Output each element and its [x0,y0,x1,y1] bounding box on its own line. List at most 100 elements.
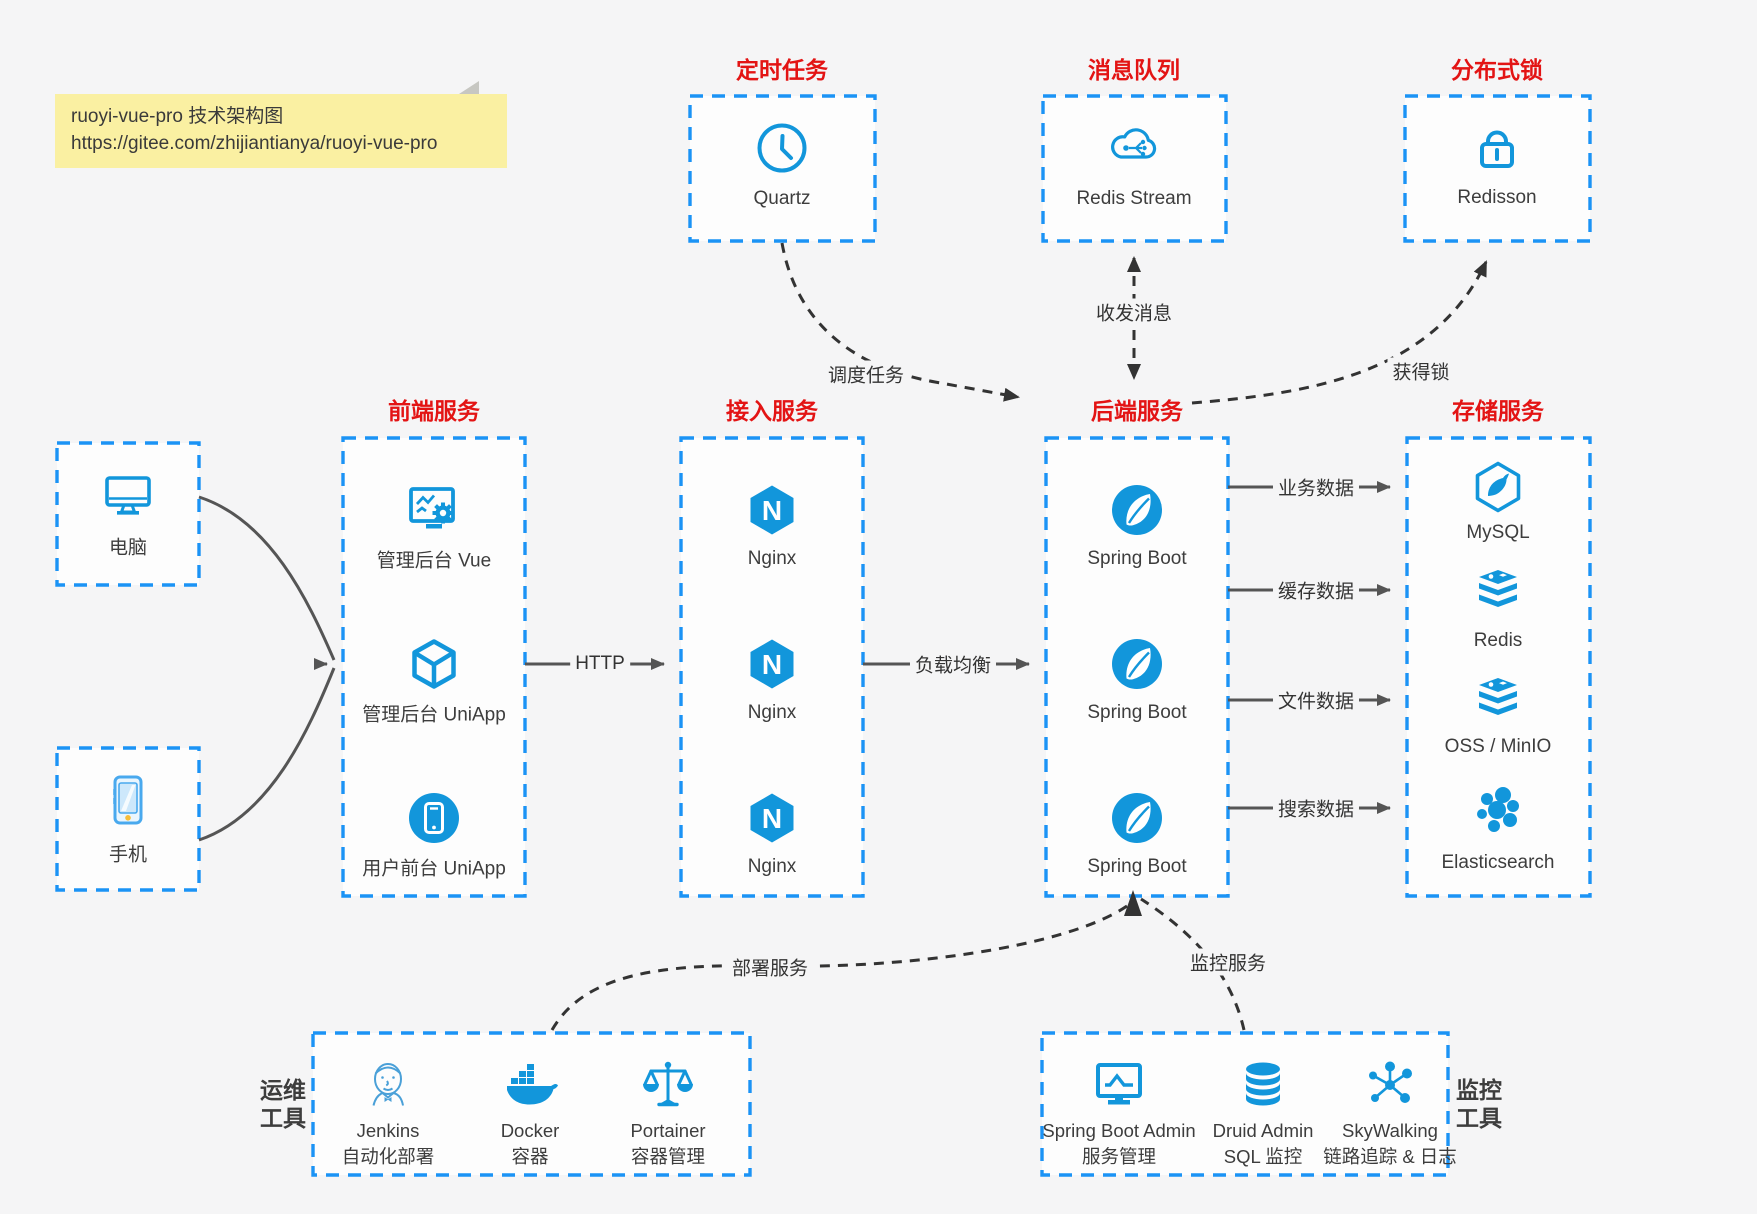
node-nginx-label-3: Nginx [747,856,797,877]
client-mobile-label: 手机 [108,844,148,866]
edge-deploy-monitor-arrowhead [1124,890,1142,916]
node-docker-desc: 容器 [511,1146,549,1167]
edge-acquire-lock [1191,260,1488,405]
svg-text:N: N [762,803,782,834]
druid-database-icon [1235,1057,1291,1113]
node-portainer-desc: 容器管理 [630,1146,706,1167]
edge-deploy-service [550,904,1128,1031]
node-redisson-label: Redisson [1457,187,1537,208]
note-fold-icon [459,81,479,94]
title-monitor-tools-line2: 工具 [1456,1105,1502,1131]
edge-search-data-label: 搜索数据 [1272,794,1360,822]
nginx-icon: N [744,482,800,538]
docker-whale-icon [502,1057,558,1113]
redis-icon [1470,564,1526,620]
message-queue-box [1041,94,1228,243]
title-backend-services: 后端服务 [1091,398,1183,424]
node-portainer-label: Portainer 容器管理 [630,1118,705,1170]
node-jenkins-name: Jenkins [356,1120,420,1141]
title-distributed-lock: 分布式锁 [1451,57,1543,83]
title-monitor-tools-line1: 监控 [1456,1077,1502,1103]
title-scheduled-task: 定时任务 [736,57,828,83]
node-jenkins-label: Jenkins 自动化部署 [342,1118,435,1170]
node-spring-boot-label-1: Spring Boot [1087,548,1187,569]
spring-boot-icon [1109,636,1165,692]
nginx-icon: N [744,790,800,846]
node-admin-vue-label: 管理后台 Vue [376,550,492,572]
nginx-icon: N [744,636,800,692]
svg-text:N: N [762,649,782,680]
uniapp-cube-icon [406,636,462,692]
lock-icon [1469,119,1525,175]
note-title: ruoyi-vue-pro 技术架构图 [71,106,284,127]
title-ops-tools-line2: 工具 [260,1105,306,1131]
edge-pc-to-frontend [198,495,336,661]
node-skywalking-desc: 链路追踪 & 日志 [1323,1146,1457,1167]
quartz-clock-icon [754,120,810,176]
node-docker-label: Docker 容器 [501,1118,560,1170]
user-front-uniapp-icon [406,790,462,846]
note-url[interactable]: https://gitee.com/zhijiantianya/ruoyi-vu… [71,133,438,154]
edge-monitor-service-label: 监控服务 [1184,948,1272,976]
node-portainer-name: Portainer [630,1120,706,1141]
title-message-queue: 消息队列 [1088,57,1180,83]
portainer-scales-icon [640,1057,696,1113]
node-jenkins-desc: 自动化部署 [341,1146,435,1167]
redis-stream-cloud-icon [1106,118,1162,174]
edge-deploy-service-label: 部署服务 [726,953,814,981]
edge-load-balance-label: 负载均衡 [909,650,997,678]
edge-send-receive-message-label: 收发消息 [1090,298,1178,326]
storage-services-box [1405,436,1592,898]
client-pc-label: 电脑 [108,537,148,559]
node-skywalking-name: SkyWalking [1342,1120,1438,1141]
title-ops-tools-line1: 运维 [260,1077,306,1103]
node-druid-admin-label: Druid Admin SQL 监控 [1213,1118,1314,1170]
pc-monitor-icon [100,467,156,523]
node-spring-boot-admin-name: Spring Boot Admin [1042,1120,1196,1141]
distributed-lock-box [1403,94,1592,243]
node-user-front-uniapp-label: 用户前台 UniApp [362,858,506,880]
edge-business-data-label: 业务数据 [1272,473,1360,501]
edge-schedule-task-label: 调度任务 [822,360,910,388]
title-access-services: 接入服务 [726,398,818,424]
node-admin-uniapp-label: 管理后台 UniApp [362,704,506,726]
node-redis-stream-label: Redis Stream [1076,188,1192,209]
spring-boot-icon [1109,790,1165,846]
node-elasticsearch-label: Elasticsearch [1441,852,1555,873]
node-spring-boot-label-3: Spring Boot [1087,856,1187,877]
spring-boot-icon [1109,482,1165,538]
edge-file-data-label: 文件数据 [1272,686,1360,714]
jenkins-butler-icon [360,1057,416,1113]
mobile-phone-icon [100,772,156,828]
mysql-icon [1470,459,1526,515]
title-monitor-tools: 监控 工具 [1456,1076,1502,1132]
node-redis-label: Redis [1473,630,1523,651]
node-docker-name: Docker [500,1120,560,1141]
edge-mobile-to-frontend [198,667,336,842]
node-nginx-label-1: Nginx [747,548,797,569]
svg-text:N: N [762,495,782,526]
oss-minio-icon [1470,672,1526,728]
title-ops-tools: 运维 工具 [260,1076,306,1132]
node-nginx-label-2: Nginx [747,702,797,723]
spring-boot-admin-monitor-icon [1091,1057,1147,1113]
edge-monitor-service [1140,897,1246,1031]
node-quartz-label: Quartz [753,188,811,209]
sticky-note: ruoyi-vue-pro 技术架构图 https://gitee.com/zh… [55,81,507,168]
node-spring-boot-label-2: Spring Boot [1087,702,1187,723]
node-druid-admin-desc: SQL 监控 [1223,1146,1303,1167]
title-storage-services: 存储服务 [1452,398,1544,424]
edge-acquire-lock-label: 获得锁 [1387,357,1455,385]
title-frontend-services: 前端服务 [388,398,480,424]
node-skywalking-label: SkyWalking 链路追踪 & 日志 [1323,1118,1457,1170]
edge-http-label: HTTP [570,653,630,675]
node-oss-minio-label: OSS / MinIO [1444,736,1552,757]
node-mysql-label: MySQL [1466,522,1530,543]
node-spring-boot-admin-desc: 服务管理 [1081,1146,1157,1167]
admin-vue-dashboard-icon [406,482,462,538]
elasticsearch-icon [1470,782,1526,838]
skywalking-network-icon [1362,1057,1418,1113]
node-spring-boot-admin-label: Spring Boot Admin 服务管理 [1042,1118,1195,1170]
edge-cache-data-label: 缓存数据 [1272,576,1360,604]
